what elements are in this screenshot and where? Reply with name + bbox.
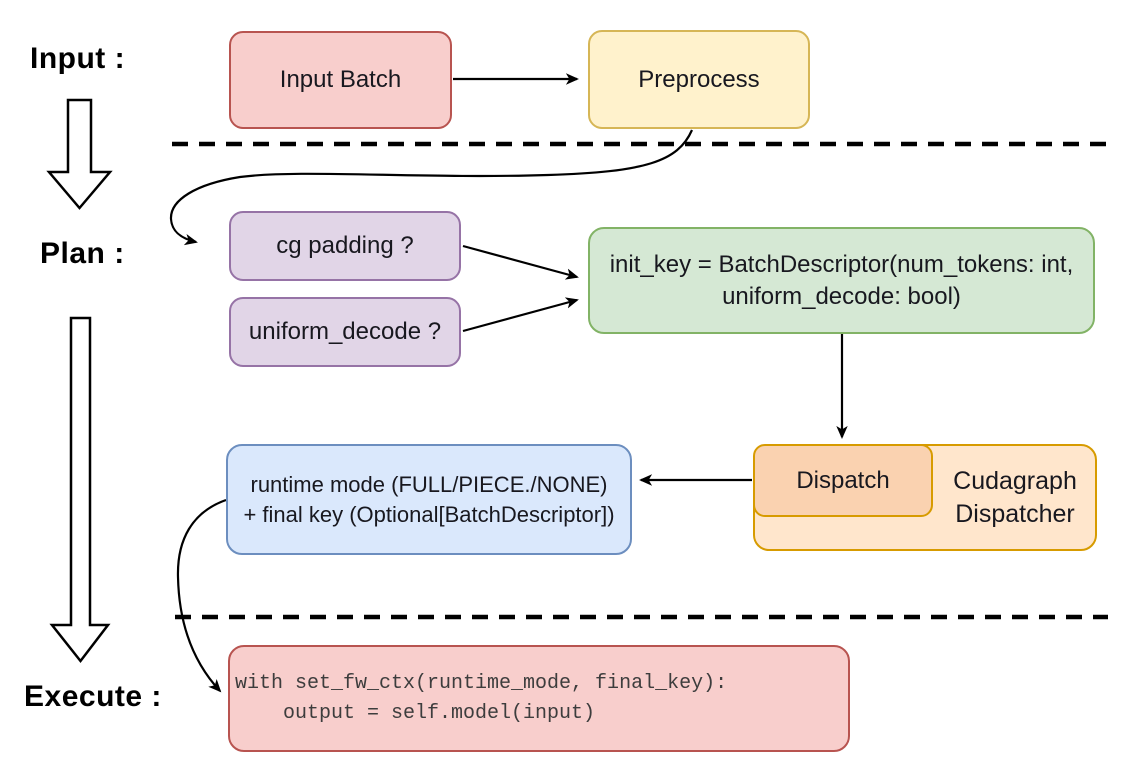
node-input-batch-label: Input Batch (279, 66, 402, 94)
node-preprocess-label: Preprocess (638, 65, 760, 93)
node-preprocess: Preprocess (588, 30, 810, 129)
node-init-key: init_key = BatchDescriptor(num_tokens: i… (588, 227, 1095, 334)
node-runtime-line1: runtime mode (FULL/PIECE./NONE) (250, 472, 608, 498)
node-dispatch-label: Dispatch (796, 466, 890, 494)
edge-cgpadding-to-initkey (462, 244, 579, 280)
edge-uniformdecode-to-initkey (462, 297, 579, 333)
node-execute-code-line2: output = self.model(input) (235, 701, 596, 725)
node-init-key-line2: uniform_decode: bool) (722, 282, 961, 310)
edge-runtime-to-execute (176, 498, 227, 693)
node-runtime-line2: + final key (Optional[BatchDescriptor]) (243, 501, 615, 527)
node-execute-code-line1: with set_fw_ctx(runtime_mode, final_key)… (235, 671, 728, 695)
node-uniform-decode: uniform_decode ? (229, 297, 461, 367)
node-cg-padding: cg padding ? (229, 211, 461, 281)
stage-label-input: Input : (30, 42, 126, 75)
node-uniform-decode-label: uniform_decode ? (248, 318, 442, 346)
hollow-arrow-input-to-plan-icon (46, 98, 113, 210)
node-cudagraph-line2: Dispatcher (955, 499, 1075, 528)
node-input-batch: Input Batch (229, 31, 452, 129)
node-execute-code: with set_fw_ctx(runtime_mode, final_key)… (228, 645, 850, 752)
hollow-arrow-plan-to-execute-icon (49, 316, 111, 664)
node-runtime-result: runtime mode (FULL/PIECE./NONE) + final … (226, 444, 632, 555)
node-init-key-line1: init_key = BatchDescriptor(num_tokens: i… (609, 250, 1074, 278)
stage-label-plan: Plan : (40, 237, 125, 270)
node-cg-padding-label: cg padding ? (276, 232, 414, 260)
node-dispatch: Dispatch (753, 444, 933, 517)
node-cudagraph-line1: Cudagraph (953, 466, 1077, 495)
stage-label-execute: Execute : (24, 680, 162, 713)
